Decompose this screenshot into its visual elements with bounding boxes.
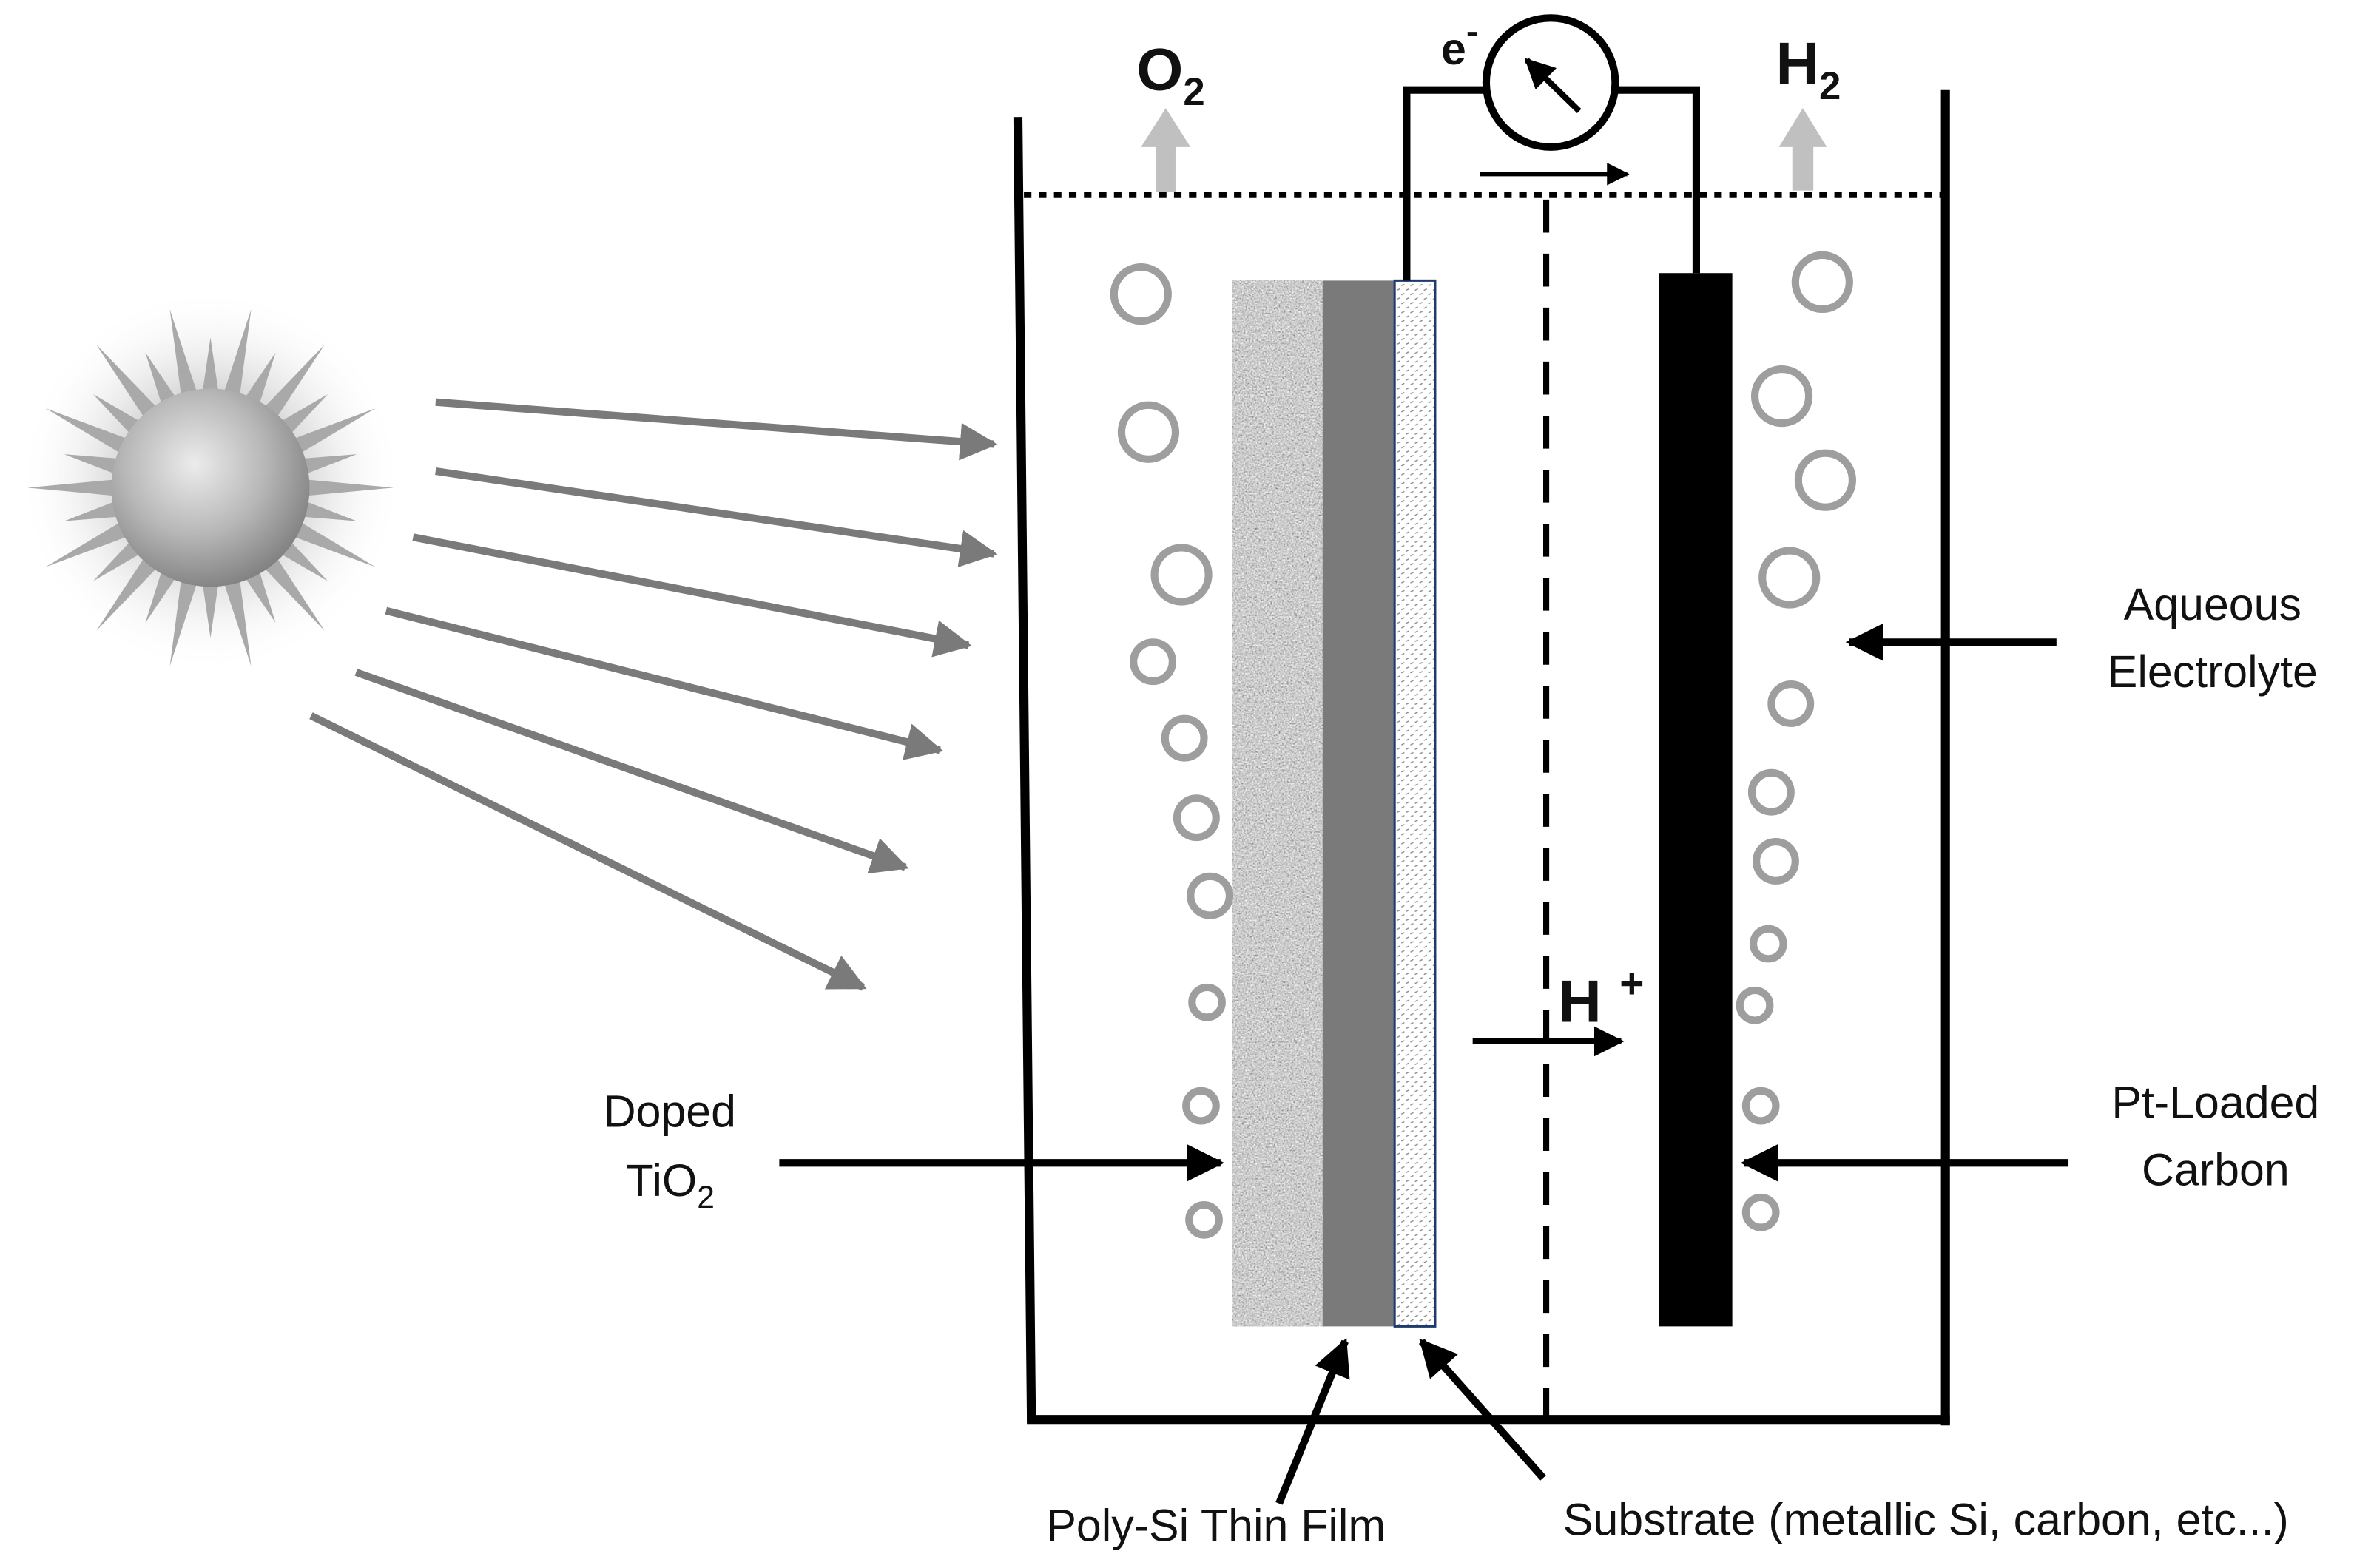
substrate-layer (1393, 279, 1437, 1328)
bubble (1741, 1087, 1780, 1125)
bubble (1758, 547, 1821, 609)
aqueous-label-line2: Electrolyte (2108, 646, 2318, 697)
bubble (1185, 1200, 1223, 1239)
pt-label-line2: Carbon (2142, 1145, 2290, 1195)
sun-ray (96, 344, 160, 421)
bubble (1161, 714, 1208, 762)
ammeter-icon (1482, 14, 1619, 151)
sun-ray (64, 500, 122, 521)
sun-ray (169, 576, 198, 666)
bubble (1767, 680, 1815, 727)
sun-ray (290, 408, 376, 456)
bubble (1736, 986, 1774, 1024)
electron-label: e- (1441, 12, 1478, 74)
bubble (1749, 925, 1787, 963)
sun-ray (202, 337, 219, 396)
substrate-callout-arrow (1418, 1338, 1546, 1481)
external-circuit (1403, 86, 1701, 281)
sun-ray (45, 520, 131, 567)
bubble (1182, 1087, 1220, 1125)
o2-bubbles (1110, 263, 1234, 1239)
sun-ray (92, 538, 144, 581)
substrate-label: Substrate (metallic Si, carbon, etc...) (1563, 1494, 2289, 1544)
sun-ray (223, 309, 252, 399)
light-ray (354, 669, 909, 874)
callout-arrows (779, 623, 2069, 1505)
beaker-left-wall (1013, 117, 1036, 1423)
sun-ray (303, 479, 394, 496)
polysi-label: Poly-Si Thin Film (1046, 1500, 1386, 1550)
pt-label-line1: Pt-Loaded (2111, 1077, 2319, 1127)
bubble (1173, 794, 1220, 842)
sun-ray (169, 309, 198, 399)
bubble (1187, 872, 1234, 919)
aqueous-label-line1: Aqueous (2124, 579, 2301, 629)
beaker (1013, 89, 1950, 1426)
light-ray (435, 467, 998, 568)
bubble (1791, 251, 1853, 313)
sun-icon (18, 288, 403, 672)
bubble (1753, 838, 1799, 885)
bubble (1110, 263, 1172, 325)
light-rays (309, 398, 998, 991)
sun-ray (299, 500, 357, 521)
bubble (1130, 638, 1176, 686)
sun-ray (299, 454, 357, 476)
sun-ray (64, 454, 122, 476)
bubble (1150, 544, 1213, 606)
tio2-label-line2: TiO2 (626, 1155, 714, 1215)
o2-label: O2 (1136, 37, 1204, 114)
bubble (1117, 401, 1180, 463)
light-ray (309, 712, 867, 991)
light-ray (385, 606, 944, 760)
sun-ray (243, 567, 276, 624)
bubble (1747, 768, 1795, 816)
light-ray (435, 398, 998, 461)
sun-ray (277, 538, 328, 581)
sun-ray (290, 520, 376, 567)
sun-ray (92, 393, 144, 437)
bubble (1188, 983, 1226, 1021)
sun-ray (277, 393, 328, 437)
bubble (1741, 1193, 1780, 1231)
h2-label: H2 (1775, 31, 1841, 108)
sun-ray (261, 555, 325, 631)
sun-ray (27, 479, 118, 496)
o2-gas-arrow (1141, 108, 1191, 192)
sun-ray (202, 580, 219, 638)
h2-bubbles (1736, 251, 1856, 1231)
proton-label: H+ (1558, 961, 1644, 1035)
h2-gas-arrow (1778, 108, 1827, 191)
tio2-label-line1: Doped (604, 1087, 736, 1137)
polysi-callout-arrow (1275, 1337, 1350, 1505)
sun-ray (96, 555, 160, 631)
sun-ray (243, 352, 276, 408)
photoanode (1232, 279, 1437, 1328)
sun-ray (145, 567, 178, 624)
sun-ray (45, 408, 131, 456)
bubble (1750, 365, 1813, 428)
pt-carbon-cathode (1659, 273, 1733, 1327)
sun-ray (261, 344, 325, 421)
bubble (1794, 449, 1856, 511)
light-ray (412, 533, 972, 658)
sun-ray (145, 352, 178, 408)
poly-si-layer (1322, 280, 1395, 1327)
sun-ray (223, 576, 252, 666)
